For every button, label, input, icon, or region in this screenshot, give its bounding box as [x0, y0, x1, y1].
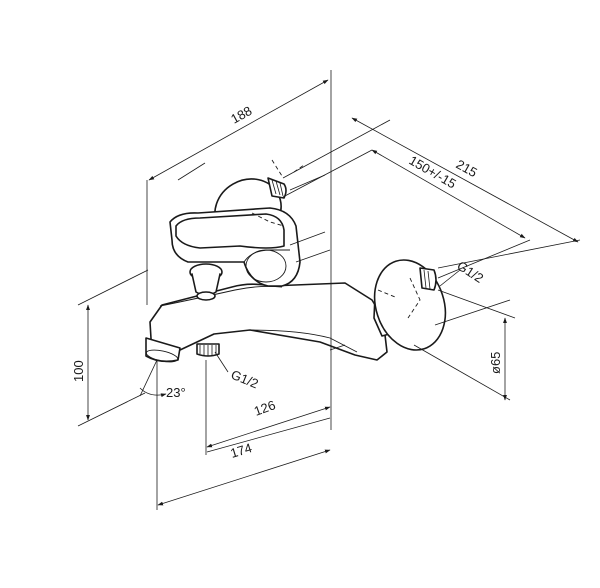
dim-174-label: 174 — [228, 440, 253, 461]
mixer-body — [149, 282, 388, 361]
faucet-body — [145, 159, 447, 363]
spout-outlet — [145, 337, 181, 363]
wall-escutcheon — [373, 259, 447, 351]
height-label: 100 — [71, 360, 86, 382]
lever-handle — [169, 207, 301, 287]
diverter-knob — [189, 263, 223, 301]
thread-top-label: G1/2 — [454, 258, 486, 286]
thread-bottom-label: G1/2 — [229, 367, 261, 391]
diameter-label: ø65 — [488, 352, 503, 374]
dimension-lines — [86, 79, 579, 506]
bottom-thread-connector — [196, 343, 220, 357]
angle-label: 23° — [166, 385, 186, 400]
dim-126-label: 126 — [252, 397, 278, 419]
